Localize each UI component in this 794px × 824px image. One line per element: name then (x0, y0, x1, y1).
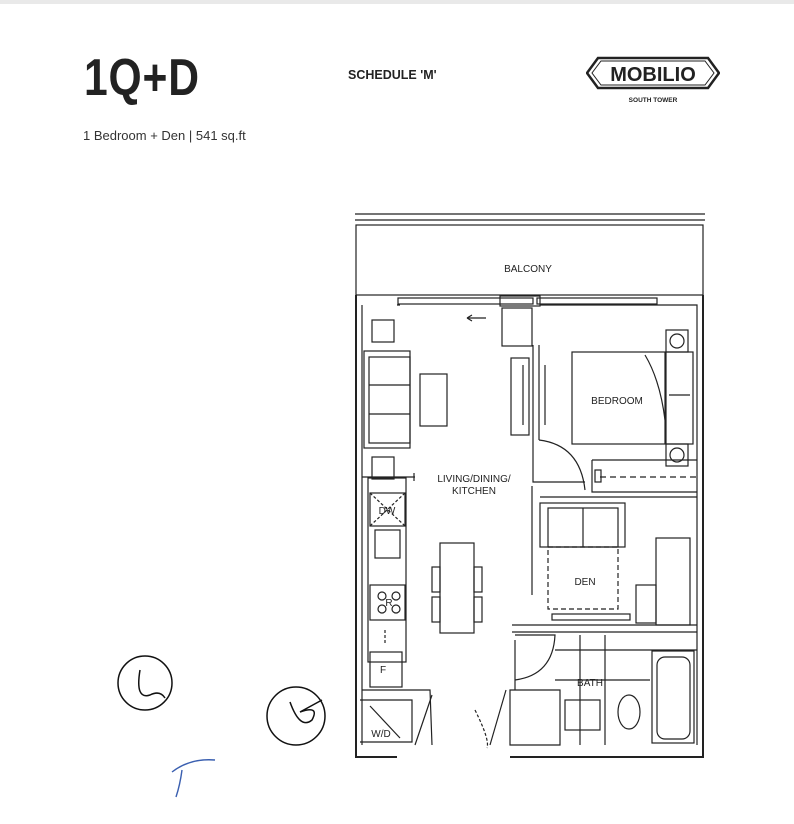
range (369, 584, 406, 621)
balcony-outline (355, 224, 704, 296)
initial-scribble-1 (138, 669, 166, 699)
den-label: DEN (574, 577, 595, 588)
mobilio-logo: MOBILIO SOUTH TOWER (586, 56, 720, 104)
schedule-label: SCHEDULE 'M' (348, 68, 437, 82)
balcony-label: BALCONY (504, 264, 552, 275)
initial-circle-2 (266, 686, 326, 746)
blue-signature-mark (171, 759, 216, 798)
living-label-2: KITCHEN (452, 486, 496, 497)
range-label: R (385, 598, 392, 609)
page-top-edge (0, 0, 794, 4)
fridge-label: F (380, 665, 386, 676)
logo-tower: SOUTH TOWER (629, 97, 678, 104)
unit-title: 1Q+D (84, 49, 200, 107)
unit-subtitle: 1 Bedroom + Den | 541 sq.ft (83, 128, 246, 143)
sink (374, 529, 401, 559)
room-labels: BALCONY LIVING/DINING/ KITCHEN BEDROOM D… (371, 264, 643, 740)
logo-brand: MOBILIO (610, 64, 696, 86)
living-label-1: LIVING/DINING/ (437, 474, 511, 485)
initial-circle-1 (117, 655, 173, 711)
bath-label: BATH (577, 678, 603, 689)
dw-label: DW (379, 506, 396, 517)
wd-label: W/D (371, 729, 390, 740)
bedroom-label: BEDROOM (591, 396, 643, 407)
initials-marks (117, 655, 326, 746)
dishwasher (369, 492, 406, 527)
initial-scribble-2 (289, 699, 323, 724)
fridge (369, 651, 403, 688)
